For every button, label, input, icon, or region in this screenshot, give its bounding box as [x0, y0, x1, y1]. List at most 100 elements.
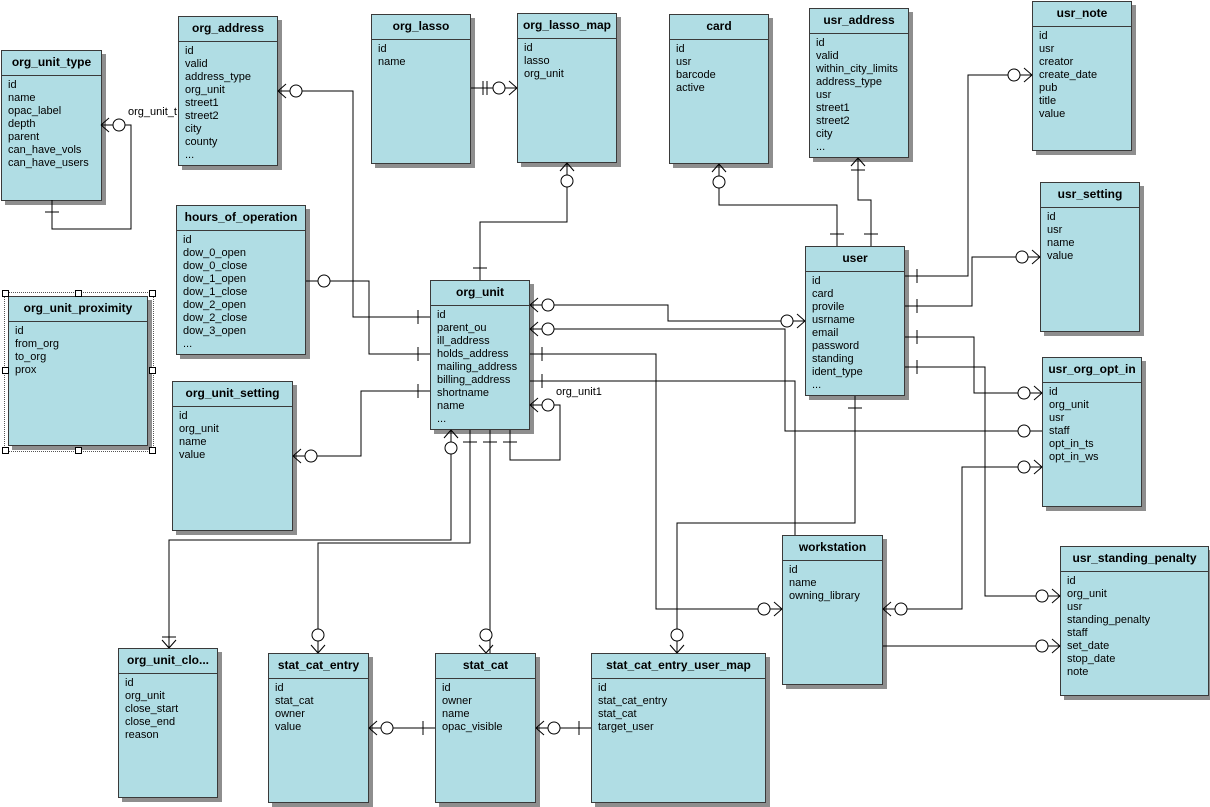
table-field: owner	[275, 708, 305, 720]
table-field: usr	[1067, 601, 1083, 613]
table-title: org_address	[179, 17, 277, 42]
table-field: staff	[1067, 627, 1088, 639]
table-title: hours_of_operation	[177, 206, 305, 231]
table-title: stat_cat_entry_user_map	[592, 654, 765, 679]
table-field: name	[437, 400, 465, 412]
table-field: close_end	[125, 716, 176, 728]
resize-handle-sw[interactable]	[2, 447, 9, 454]
table-field: create_date	[1039, 69, 1098, 81]
resize-handle-e[interactable]	[149, 367, 156, 374]
table-field: valid	[185, 58, 208, 70]
table-field: address_type	[816, 76, 883, 88]
resize-handle-ne[interactable]	[149, 290, 156, 297]
table-field: title	[1039, 95, 1057, 107]
table-field: id	[1067, 575, 1076, 587]
table-field: email	[812, 327, 839, 339]
table-field: id	[1049, 386, 1058, 398]
table-field: ...	[812, 379, 822, 391]
table-field: name	[789, 577, 817, 589]
table-field: id	[125, 677, 134, 689]
table-field: valid	[816, 50, 839, 62]
table-field: dow_1_open	[183, 273, 247, 285]
table-field: pub	[1039, 82, 1058, 94]
table-field: dow_3_open	[183, 325, 247, 337]
table-field: stat_cat_entry	[598, 695, 668, 707]
table-field: from_org	[15, 338, 60, 350]
resize-handle-nw[interactable]	[2, 290, 9, 297]
resize-handle-s[interactable]	[75, 447, 82, 454]
table-field: prox	[15, 364, 37, 376]
table-field: dow_0_open	[183, 247, 247, 259]
table-field: owner	[442, 695, 472, 707]
resize-handle-se[interactable]	[149, 447, 156, 454]
table-field: id	[378, 43, 387, 55]
rel-org-unit-parent	[509, 404, 561, 461]
table-field: usr	[1049, 412, 1065, 424]
table-field: county	[185, 136, 218, 148]
table-field: id	[15, 325, 24, 337]
table-field: street1	[185, 97, 219, 109]
table-field: usr	[1047, 224, 1063, 236]
table-field: ...	[183, 338, 193, 350]
table-field: reason	[125, 729, 159, 741]
rel-card-user	[718, 164, 838, 246]
table-field: creator	[1039, 56, 1074, 68]
table-field: parent_ou	[437, 322, 487, 334]
rel-usr-setting-user	[905, 256, 1040, 307]
table-title: stat_cat_entry	[269, 654, 368, 679]
rel-opt-in-user	[905, 336, 1042, 394]
table-field: ...	[437, 413, 447, 425]
table-field: to_org	[15, 351, 47, 363]
table-field: street2	[185, 110, 219, 122]
table-field: can_have_vols	[8, 144, 82, 156]
table-field: mailing_address	[437, 361, 518, 373]
resize-handle-w[interactable]	[2, 367, 9, 374]
table-field: password	[812, 340, 860, 352]
table-title: org_unit	[431, 281, 529, 306]
table-field: id	[275, 682, 284, 694]
table-title: org_unit_clo...	[119, 649, 217, 674]
table-title: org_lasso_map	[518, 14, 616, 39]
rel-org-unit-closed	[168, 430, 452, 648]
resize-handle-n[interactable]	[75, 290, 82, 297]
rel-org-unit-stat-cat-entry	[317, 430, 471, 653]
table-title: stat_cat	[436, 654, 535, 679]
table-field: depth	[8, 118, 36, 130]
rel-opt-in-workstation	[883, 466, 1042, 610]
table-field: usr	[816, 89, 832, 101]
table-field: target_user	[598, 721, 654, 733]
rel-lasso-map-org-unit	[479, 163, 568, 280]
table-title: org_unit_proximity	[9, 297, 147, 322]
table-field: org_unit	[185, 84, 225, 96]
table-field: name	[8, 92, 36, 104]
table-field: name	[179, 436, 207, 448]
